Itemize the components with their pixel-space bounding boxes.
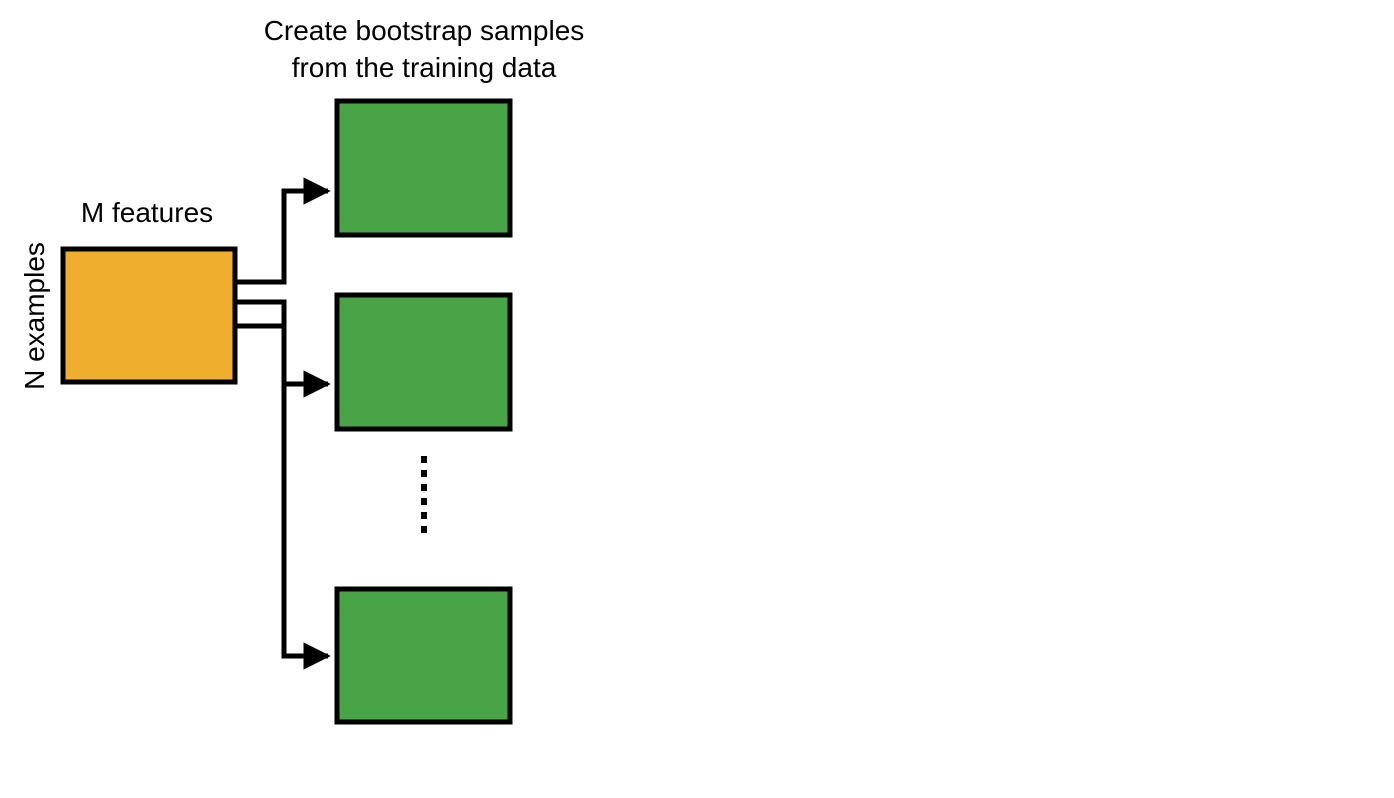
columns-label: M features — [81, 197, 213, 228]
diagram-title-line-1: Create bootstrap samples — [264, 15, 585, 46]
bootstrap-sample-2 — [334, 292, 513, 432]
bootstrap-sample-n — [334, 586, 513, 725]
arrow-to-sample-n — [236, 323, 331, 670]
diagram-title-line-2: from the training data — [292, 52, 557, 83]
rows-label: N examples — [19, 242, 50, 390]
bootstrap-sample-1 — [334, 98, 513, 238]
arrow-to-sample-1 — [236, 177, 331, 285]
training-data-block — [60, 246, 238, 385]
